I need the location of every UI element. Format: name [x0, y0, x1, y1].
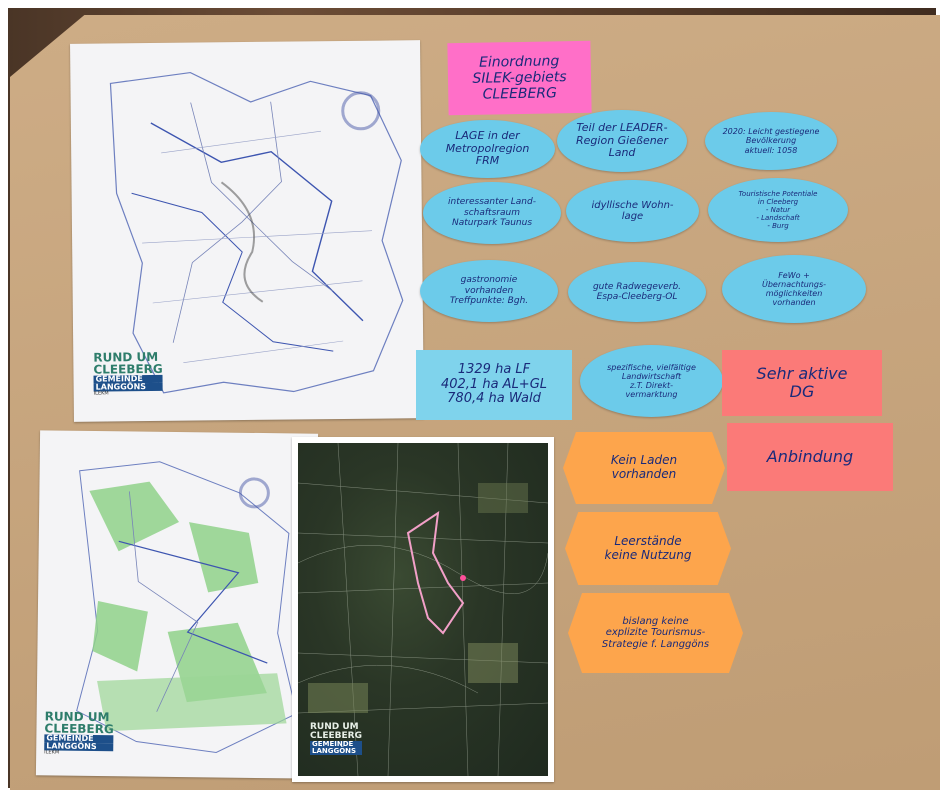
card-flaechen: 1329 ha LF 402,1 ha AL+GL 780,4 ha Wald — [416, 350, 572, 420]
card-gastronomie: gastronomie vorhanden Treffpunkte: Bgh. — [420, 260, 558, 322]
card-strategie: bislang keine explizite Tourismus- Strat… — [568, 593, 743, 673]
logo-line: RUND UM — [310, 722, 359, 732]
logo-line: GEMEINDE — [310, 741, 362, 748]
map-bottom-left: RUND UM CLEEBERG GEMEINDE LANGGÖNS ILEKM — [35, 430, 319, 779]
card-bevoelkerung: 2020: Leicht gestiegene Bevölkerung aktu… — [705, 112, 837, 170]
card-leerstand: Leerstände keine Nutzung — [565, 512, 731, 585]
map-satellite: RUND UM CLEEBERG GEMEINDE LANGGÖNS — [292, 437, 554, 782]
card-landschaft: interessanter Land- schaftsraum Naturpar… — [423, 182, 561, 244]
logo-line: ILEKM — [93, 390, 109, 397]
map-top-logo: RUND UM CLEEBERG GEMEINDE LANGGÖNS ILEKM — [93, 350, 163, 397]
card-tourismus: Touristische Potentiale in Cleeberg - Na… — [708, 178, 848, 242]
card-radweg: gute Radwegeverb. Espa-Cleeberg-OL — [568, 262, 706, 322]
satellite-drawing — [298, 443, 548, 776]
card-lage: LAGE in der Metropolregion FRM — [420, 120, 555, 178]
map-bottom-left-drawing — [76, 461, 298, 754]
logo-line: LANGGÖNS — [310, 748, 362, 755]
card-anbindung: Anbindung — [727, 423, 893, 491]
card-dg: Sehr aktive DG — [722, 350, 882, 416]
card-landwirtschaft: spezifische, vielfältige Landwirtschaft … — [580, 345, 723, 417]
card-leader: Teil der LEADER- Region Gießener Land — [557, 110, 687, 172]
card-wohnlage: idyllische Wohn- lage — [566, 180, 699, 242]
map-satellite-logo: RUND UM CLEEBERG GEMEINDE LANGGÖNS — [310, 723, 362, 755]
map-bottom-left-logo: RUND UM CLEEBERG GEMEINDE LANGGÖNS ILEKM — [44, 709, 114, 756]
title-card: Einordnung SILEK-gebiets CLEEBERG — [447, 40, 592, 116]
card-ferienwohnung: FeWo + Übernachtungs- möglichkeiten vorh… — [722, 255, 866, 323]
map-top-drawing — [109, 71, 404, 394]
satellite-image — [298, 443, 548, 776]
logo-line: CLEEBERG — [310, 731, 362, 741]
card-laden: Kein Laden vorhanden — [563, 432, 725, 504]
map-top: RUND UM CLEEBERG GEMEINDE LANGGÖNS ILEKM — [70, 40, 424, 422]
logo-line: ILEKM — [44, 749, 60, 756]
